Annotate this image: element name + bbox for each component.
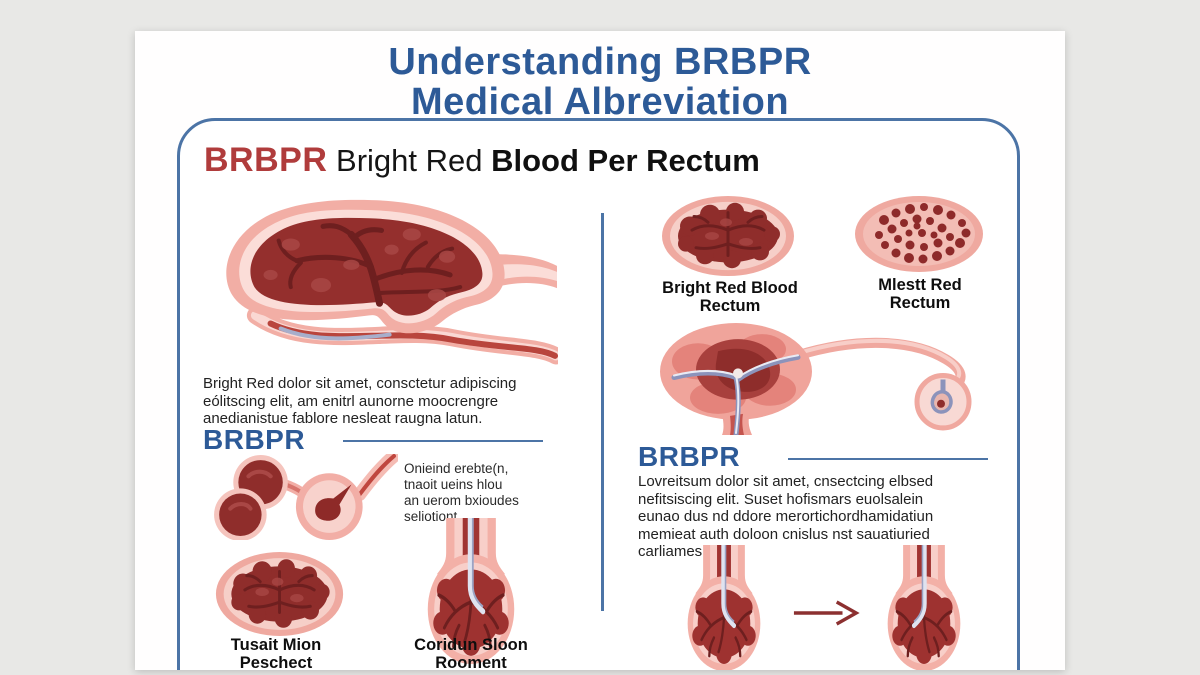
rectum-bleeding-illustration: [200, 194, 558, 368]
right-caption-2: Mlestt Red Rectum: [878, 276, 962, 313]
left-caption-2: Coridun Sloon Rooment: [414, 636, 528, 670]
left-section-title: BRBPR: [203, 424, 306, 455]
blood-cells-cross-section: [854, 195, 984, 273]
page-title-line2: Medical Albreviation: [410, 80, 790, 123]
left-note-text: Onieind erebte(n, tnaoit ueins hlou an u…: [404, 461, 519, 524]
poster-card: Understanding BRBPR Medical Albreviation…: [135, 31, 1065, 670]
header-expansion-bold: Blood Per Rectum: [491, 143, 760, 178]
flask-after-illustration: [866, 545, 982, 670]
right-section-title: BRBPR: [638, 441, 741, 472]
column-divider: [601, 213, 604, 611]
right-section-rule: [788, 458, 988, 460]
content-panel: BRBPR Bright Red Blood Per Rectum: [177, 118, 1020, 670]
blood-mass-cross-section-left: [214, 551, 346, 637]
polyp-cluster-illustration: [206, 454, 398, 540]
header-abbreviation: BRBPR: [204, 141, 328, 179]
page-title: Understanding BRBPR Medical Albreviation: [135, 41, 1065, 123]
left-section-rule: [343, 440, 543, 442]
arrow-right-icon: [792, 599, 860, 627]
blood-mass-cross-section-right: [660, 195, 797, 277]
left-caption-1: Tusait Mion Peschect: [230, 636, 322, 670]
left-intro-text: Bright Red dolor sit amet, consctetur ad…: [203, 375, 517, 428]
panel-header: BRBPR Bright Red Blood Per Rectum: [204, 141, 760, 180]
flask-before-illustration: [666, 545, 782, 670]
page-title-line1: Understanding BRBPR: [388, 41, 812, 83]
right-caption-1: Bright Red Blood Rectum: [662, 279, 798, 316]
header-expansion-regular: Bright Red: [327, 143, 492, 178]
flask-scope-illustration-left: [402, 518, 540, 664]
organ-catheter-illustration: [658, 321, 998, 435]
right-body-text: Lovreitsum dolor sit amet, cnsectcing el…: [638, 473, 934, 561]
